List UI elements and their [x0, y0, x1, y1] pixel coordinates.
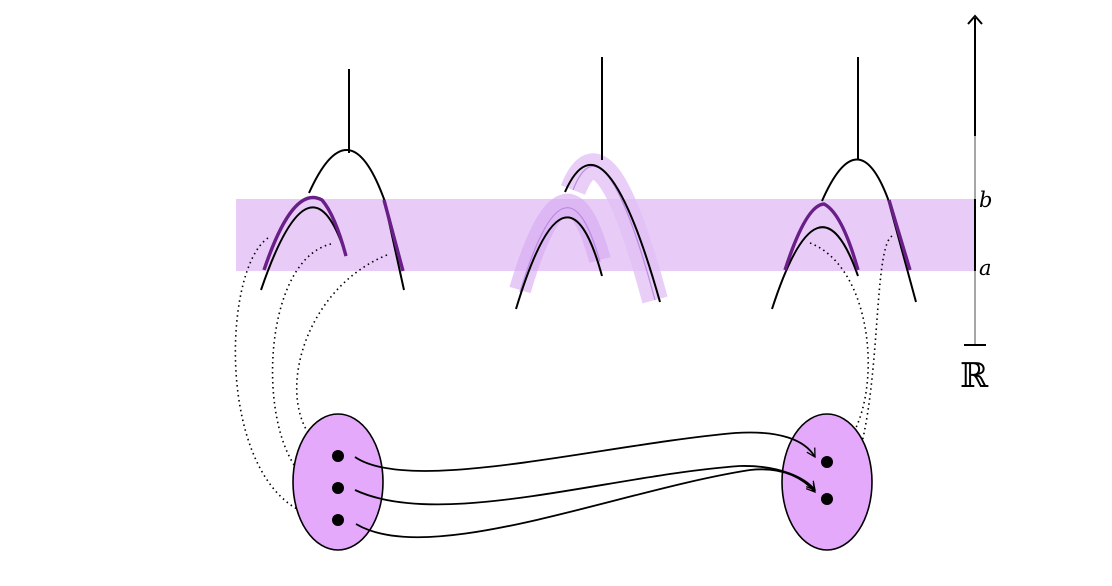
highlight-right-branch	[887, 199, 912, 271]
solid-maps	[354, 431, 816, 539]
merge-tree-middle	[509, 57, 668, 310]
interval-band	[236, 199, 976, 271]
axis-arrowhead	[967, 14, 983, 25]
real-axis: b a ℝ	[960, 14, 992, 396]
label-b: b	[979, 188, 992, 212]
shadow-inner	[509, 193, 611, 294]
solid-arrow	[354, 431, 816, 472]
node-dot	[332, 514, 344, 526]
node-dot	[821, 493, 833, 505]
dotted-maps-left	[234, 237, 388, 522]
merge-tree-left	[260, 69, 405, 291]
node-dot	[821, 456, 833, 468]
merge-tree-right	[771, 57, 917, 310]
highlight-left-branch	[262, 195, 348, 271]
highlight-left-branch	[783, 202, 860, 271]
node-dot	[332, 450, 344, 462]
node-dot	[332, 482, 344, 494]
dotted-arrow	[271, 243, 332, 489]
label-reals: ℝ	[960, 356, 989, 396]
highlight-right-branch	[382, 199, 405, 272]
dotted-arrow	[295, 254, 388, 450]
solid-arrow	[355, 468, 816, 539]
node-set-right	[781, 413, 873, 551]
label-a: a	[979, 256, 992, 280]
